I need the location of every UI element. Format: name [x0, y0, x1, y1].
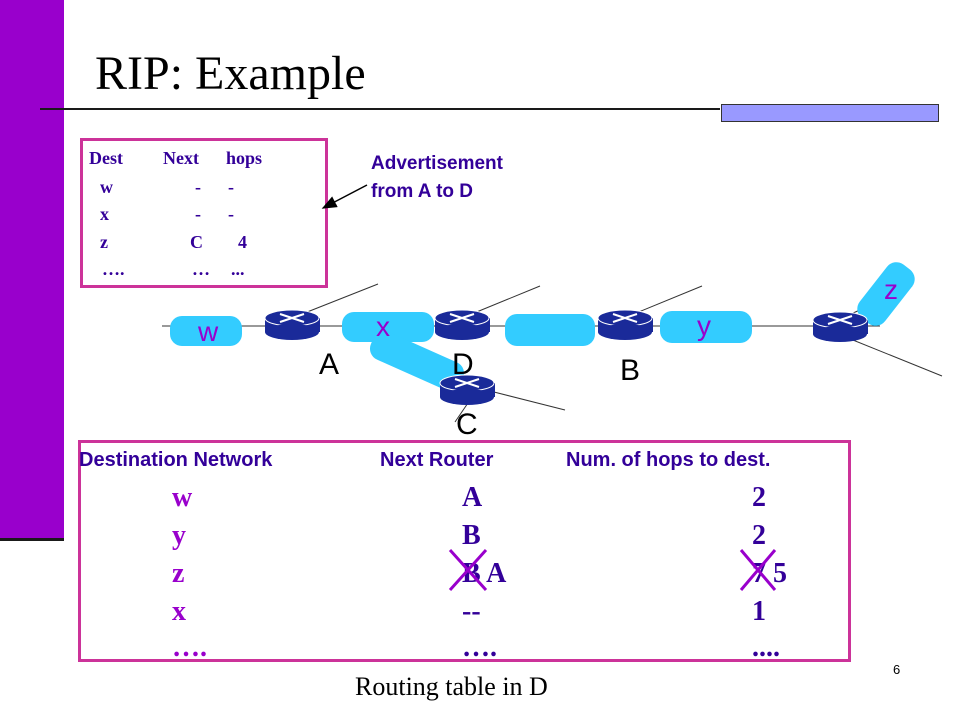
adv-row-dest: z: [100, 232, 108, 252]
strike-mark-hops: [739, 549, 777, 591]
link-line: [837, 333, 943, 377]
title-rule: [40, 108, 720, 110]
adv-row-hops: 4: [238, 232, 247, 252]
network-cloud-y: [660, 311, 752, 343]
network-cloud-z: [857, 262, 915, 326]
advertisement-box: [80, 138, 328, 288]
network-label-y: y: [697, 310, 711, 341]
network-cloud-c-link: [369, 331, 465, 391]
title-accent-box: [721, 104, 939, 122]
rt-dest-cell: x: [172, 596, 186, 627]
rt-dest-cell: z: [172, 558, 185, 589]
network-label-w: w: [198, 316, 219, 347]
adv-header-next: Next: [163, 148, 199, 168]
router-B: [597, 309, 653, 340]
adv-row-dest: w: [100, 177, 113, 197]
rt-header-hops: Num. of hops to dest.: [566, 449, 771, 471]
rt-next-cell: B: [462, 520, 481, 551]
adv-row-dest: ….: [102, 259, 125, 279]
rt-next-cell: --: [462, 596, 481, 627]
rt-next-cell: A: [462, 482, 483, 513]
adv-header-hops: hops: [226, 148, 263, 168]
rt-hops-cell: 2: [752, 482, 766, 513]
routing-table-caption: Routing table in D: [355, 672, 548, 701]
network-label-x: x: [376, 311, 390, 342]
advertisement-label-line2: from A to D: [371, 181, 474, 202]
adv-row-next: -: [195, 177, 201, 197]
adv-row-hops: -: [228, 204, 234, 224]
rt-dest-cell: y: [172, 520, 186, 551]
router-z-side: [812, 311, 868, 342]
router-label-D: D: [452, 348, 474, 381]
adv-header-dest: Dest: [89, 148, 123, 168]
router-A: [264, 309, 320, 340]
adv-row-hops: -: [228, 177, 234, 197]
advertisement-label-line1: Advertisement: [371, 153, 503, 174]
rt-hops-cell: 1: [752, 596, 766, 627]
adv-row-next: -: [195, 204, 201, 224]
router-D: [434, 309, 490, 340]
router-label-B: B: [620, 354, 641, 387]
rt-dest-cell: ….: [172, 632, 207, 663]
strike-mark-next: [448, 548, 488, 592]
rt-dest-cell: w: [172, 482, 193, 513]
adv-row-next: C: [190, 232, 203, 252]
network-cloud-w: [170, 316, 242, 346]
rt-hops-cell: 2: [752, 520, 766, 551]
rt-hops-cell: ....: [752, 632, 780, 663]
router-label-C: C: [456, 408, 478, 441]
routing-table-box: [78, 440, 851, 662]
rt-header-dest: Destination Network: [79, 449, 273, 471]
accent-bar-base: [0, 538, 64, 541]
page-number: 6: [893, 662, 901, 677]
adv-row-dest: x: [100, 204, 109, 224]
router-C: [439, 374, 495, 405]
network-cloud-segment: [505, 314, 595, 346]
router-label-A: A: [319, 348, 340, 381]
network-label-z: z: [884, 274, 898, 305]
adv-row-next: …: [192, 259, 210, 279]
advertisement-arrow: [321, 184, 368, 209]
adv-row-hops: ...: [231, 259, 245, 279]
network-cloud-x: [342, 312, 434, 342]
accent-bar: [0, 0, 64, 540]
rt-next-cell: ….: [462, 632, 497, 663]
rt-header-next: Next Router: [380, 449, 494, 471]
advertisement-label: Advertisement from A to D: [371, 150, 503, 206]
slide-title: RIP: Example: [95, 47, 366, 100]
link-line: [493, 391, 566, 411]
